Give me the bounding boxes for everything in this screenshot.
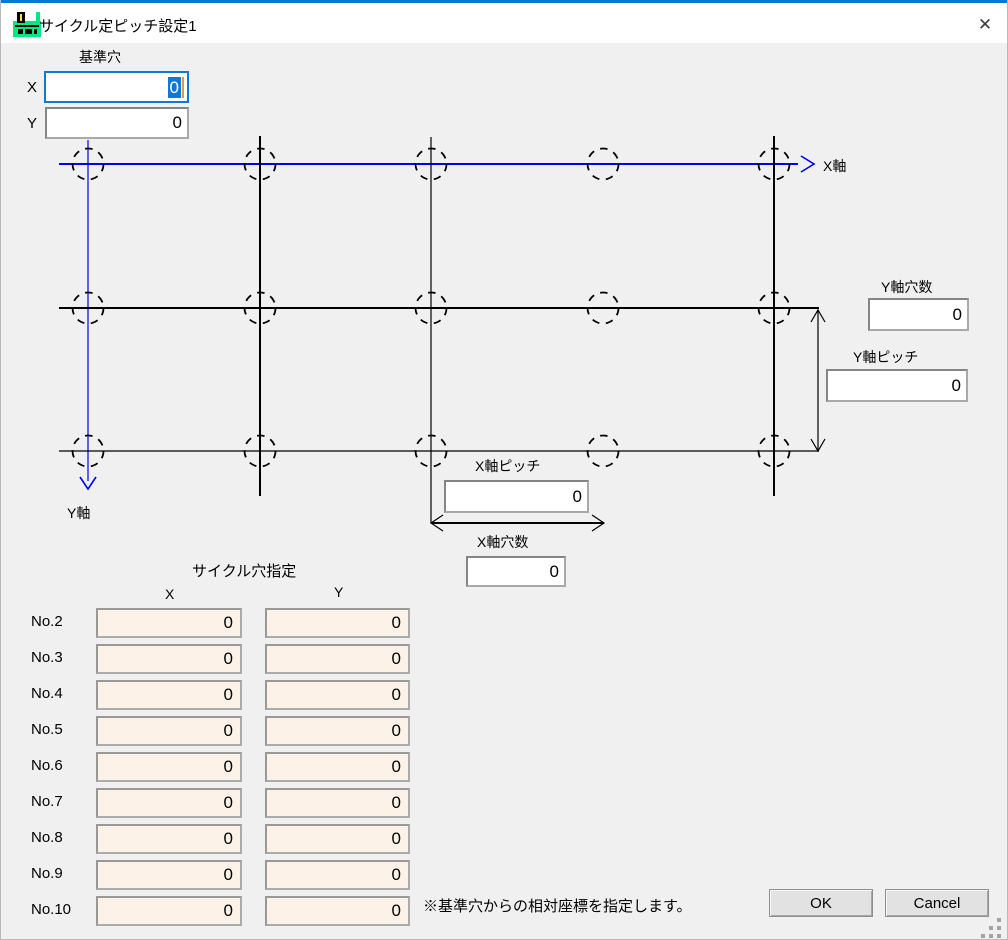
- cycle-x-field[interactable]: 0: [96, 752, 242, 782]
- text-caret: [182, 76, 184, 98]
- y-hole-count-field[interactable]: 0: [868, 298, 969, 331]
- cycle-x-field[interactable]: 0: [96, 680, 242, 710]
- cycle-hole-title: サイクル穴指定: [192, 563, 297, 580]
- x-hole-count-field[interactable]: 0: [466, 556, 566, 587]
- x-pitch-field[interactable]: 0: [444, 480, 589, 513]
- reference-hole-label: 基準穴: [79, 49, 121, 65]
- cycle-y-field[interactable]: 0: [265, 896, 410, 926]
- cycle-y-field[interactable]: 0: [265, 680, 410, 710]
- titlebar: サイクル定ピッチ設定1 ✕: [1, 0, 1007, 43]
- cycle-x-field[interactable]: 0: [96, 824, 242, 854]
- window-title: サイクル定ピッチ設定1: [39, 18, 197, 35]
- cycle-x-field[interactable]: 0: [96, 608, 242, 638]
- row-label: No.6: [31, 757, 63, 774]
- cycle-y-field[interactable]: 0: [265, 788, 410, 818]
- row-label: No.4: [31, 685, 63, 702]
- cycle-y-field[interactable]: 0: [265, 860, 410, 890]
- row-label: No.9: [31, 865, 63, 882]
- x-hole-count-label: X軸穴数: [477, 534, 529, 550]
- cycle-y-field[interactable]: 0: [265, 608, 410, 638]
- cycle-col-y-header: Y: [334, 584, 344, 600]
- cycle-x-field[interactable]: 0: [96, 896, 242, 926]
- y-axis-label: Y軸: [67, 505, 91, 521]
- cycle-x-field[interactable]: 0: [96, 644, 242, 674]
- reference-y-field[interactable]: 0: [45, 107, 189, 139]
- reference-x-field[interactable]: 0: [44, 71, 189, 103]
- x-pitch-label: X軸ピッチ: [475, 458, 541, 474]
- cycle-y-field[interactable]: 0: [265, 644, 410, 674]
- selected-text: 0: [167, 76, 181, 98]
- y-pitch-field[interactable]: 0: [826, 369, 968, 402]
- y-pitch-label: Y軸ピッチ: [853, 349, 919, 365]
- app-icon: [13, 12, 41, 38]
- y-hole-count-label: Y軸穴数: [881, 279, 933, 295]
- ok-button[interactable]: OK: [769, 889, 873, 917]
- cycle-x-field[interactable]: 0: [96, 788, 242, 818]
- x-axis-label: X軸: [823, 158, 847, 174]
- row-label: No.7: [31, 793, 63, 810]
- cycle-x-field[interactable]: 0: [96, 860, 242, 890]
- reference-x-label: X: [27, 79, 38, 96]
- cycle-y-field[interactable]: 0: [265, 752, 410, 782]
- row-label: No.8: [31, 829, 63, 846]
- row-label: No.2: [31, 613, 63, 630]
- close-icon[interactable]: ✕: [973, 13, 997, 37]
- cycle-col-x-header: X: [165, 586, 175, 602]
- resize-grip[interactable]: [997, 918, 1001, 922]
- row-label: No.3: [31, 649, 63, 666]
- row-label: No.10: [31, 901, 72, 918]
- cycle-y-field[interactable]: 0: [265, 824, 410, 854]
- cancel-button[interactable]: Cancel: [885, 889, 989, 917]
- row-label: No.5: [31, 721, 63, 738]
- relative-coordinates-note: ※基準穴からの相対座標を指定します。: [423, 898, 692, 915]
- cycle-x-field[interactable]: 0: [96, 716, 242, 746]
- reference-y-label: Y: [27, 115, 38, 132]
- cycle-y-field[interactable]: 0: [265, 716, 410, 746]
